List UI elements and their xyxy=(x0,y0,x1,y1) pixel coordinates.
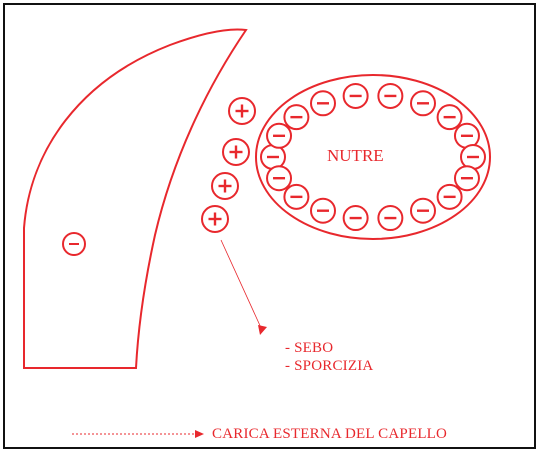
nutrient-ellipse xyxy=(255,74,491,240)
negative-charge xyxy=(377,82,404,109)
negative-charge xyxy=(310,90,336,117)
negative-charge xyxy=(460,144,486,170)
diagram-frame xyxy=(3,3,536,449)
hair-negative-charge xyxy=(62,232,86,256)
positive-charges-column xyxy=(201,97,256,233)
negative-charge xyxy=(436,104,463,131)
negative-charge xyxy=(283,183,310,210)
negative-charge xyxy=(410,197,436,224)
dirt-label: - SPORCIZIA xyxy=(285,358,374,374)
negative-charge xyxy=(410,90,436,117)
negative-charges-ring xyxy=(260,82,486,232)
negative-charge xyxy=(310,197,336,224)
negative-charge xyxy=(266,122,293,149)
positive-charge xyxy=(228,97,256,125)
sebum-pointer-line xyxy=(220,239,263,331)
external-charge-caption: CARICA ESTERNA DEL CAPELLO xyxy=(212,426,448,442)
positive-charge xyxy=(222,138,250,166)
negative-charge xyxy=(436,183,463,210)
negative-charge xyxy=(342,82,369,109)
negative-charge xyxy=(453,122,480,149)
negative-charge xyxy=(266,165,293,192)
sebum-pointer-head xyxy=(258,325,267,335)
positive-charge xyxy=(201,205,229,233)
positive-charge xyxy=(211,172,239,200)
negative-charge xyxy=(283,104,310,131)
negative-charge xyxy=(342,205,369,232)
caption-arrow-head xyxy=(195,430,204,438)
negative-charge xyxy=(377,205,404,232)
negative-charge xyxy=(453,165,480,192)
nutrient-label: NUTRE xyxy=(327,146,384,165)
hair-shaft xyxy=(23,28,248,369)
negative-charge xyxy=(260,144,286,170)
sebum-label: - SEBO xyxy=(285,340,334,356)
